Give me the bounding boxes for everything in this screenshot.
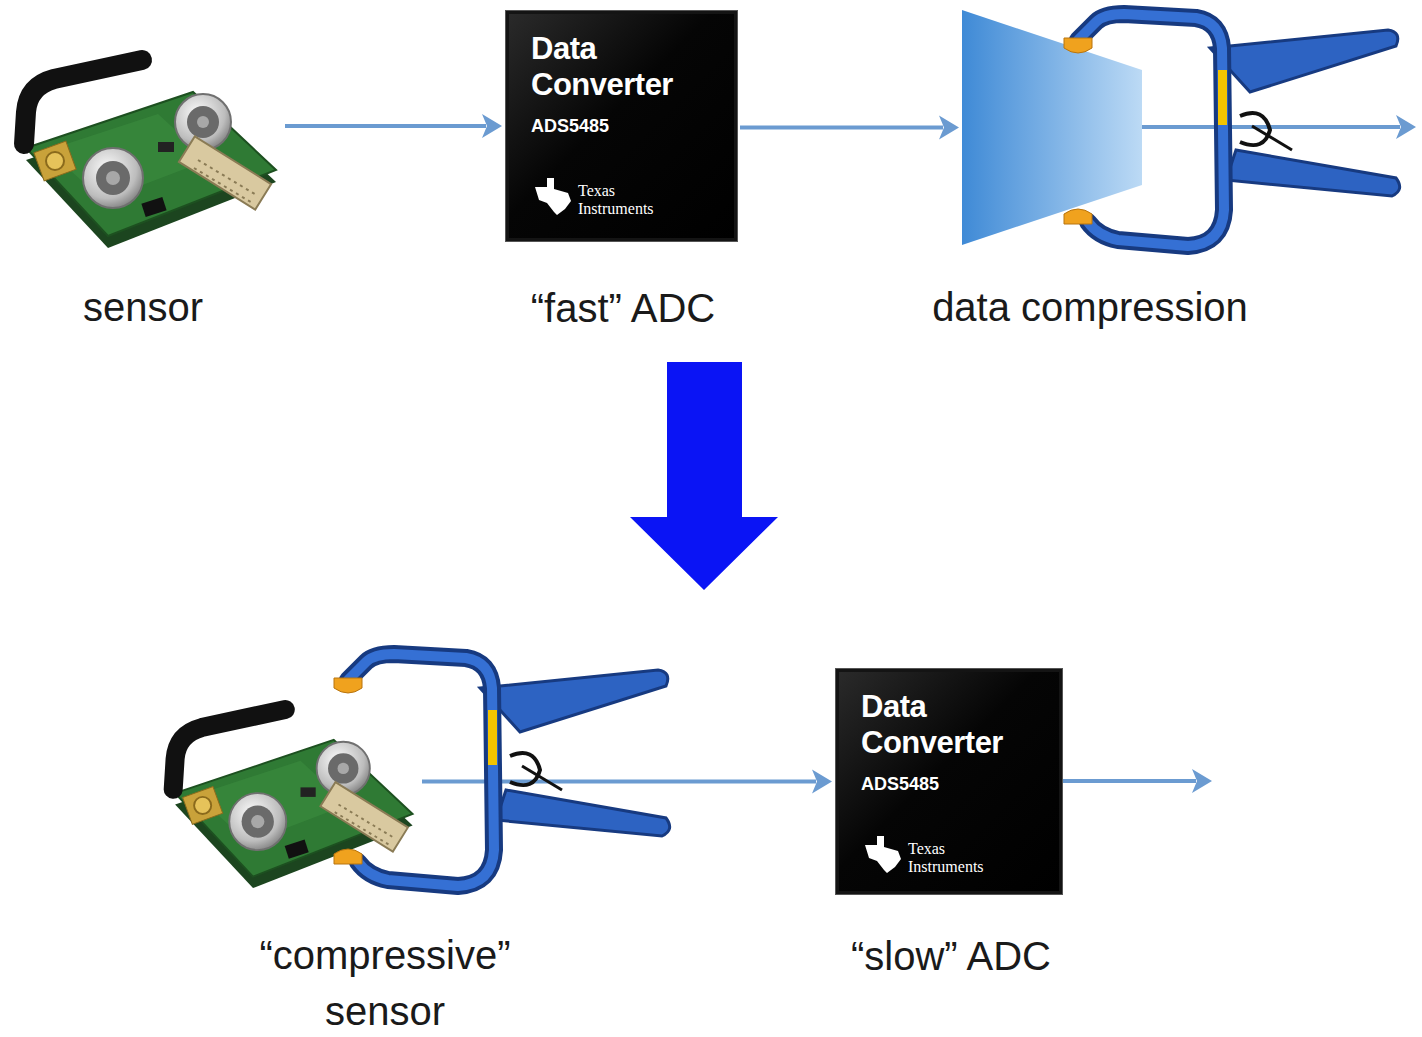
compression-block: data compression — [962, 10, 1142, 245]
block-label: sensor — [0, 279, 343, 335]
ti-logo — [865, 836, 901, 873]
sensor-board — [173, 710, 412, 889]
trapezoid-fill — [962, 10, 1142, 245]
arrow-head — [939, 116, 959, 140]
adc-chip: Data ConverterADS5485Texas Instruments“f… — [505, 10, 738, 242]
arrow-line — [740, 126, 943, 130]
flow-arrow — [422, 770, 832, 794]
block-label: data compression — [880, 279, 1300, 335]
ti-logo — [535, 178, 571, 215]
arrow-head — [812, 770, 832, 794]
block-label: “slow” ADC — [751, 928, 1151, 984]
part-number: ADS5485 — [861, 773, 939, 795]
maker-name: Texas Instruments — [908, 840, 1023, 876]
chip-title: Data Converter — [861, 689, 1056, 761]
output-arrow — [1063, 779, 1196, 783]
block-label: “fast” ADC — [423, 280, 823, 336]
arrow-head — [1192, 769, 1212, 793]
flow-arrow — [285, 114, 502, 138]
transform-arrow — [630, 362, 778, 590]
chip-title: Data Converter — [531, 31, 726, 103]
maker-name: Texas Instruments — [578, 182, 693, 218]
sensor-board — [24, 60, 276, 248]
clamp — [1064, 14, 1400, 246]
flow-arrow — [740, 116, 959, 140]
arrow-head — [1396, 115, 1416, 139]
block-label: “compressive” sensor — [215, 927, 555, 1037]
part-number: ADS5485 — [531, 115, 609, 137]
clamp — [334, 654, 670, 886]
trapezoid-shape — [962, 10, 1142, 245]
arrow-head — [482, 114, 502, 138]
arrow-line — [285, 124, 486, 128]
arrow-line — [422, 780, 816, 784]
adc-chip: Data ConverterADS5485Texas Instruments“s… — [835, 668, 1063, 895]
